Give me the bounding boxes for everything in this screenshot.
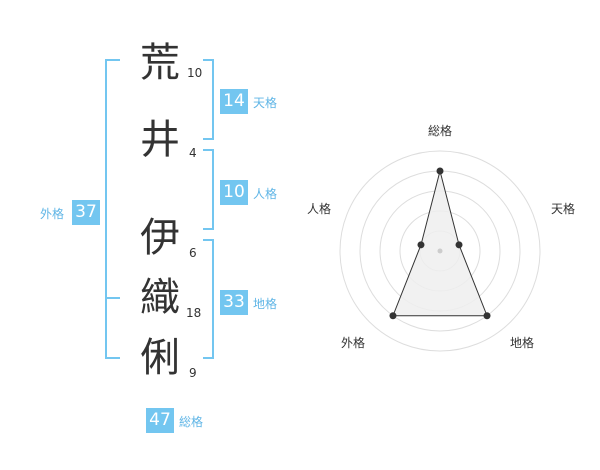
radar-point [436, 167, 444, 175]
tenkaku-label: 天格 [253, 96, 278, 110]
name-char-5: 俐 [140, 335, 180, 381]
radar-point [389, 312, 397, 320]
radar-center-dot [437, 248, 443, 254]
jinkaku-value: 10 [220, 180, 248, 205]
gaikaku-bracket [105, 59, 120, 359]
gaikaku-value: 37 [72, 200, 100, 225]
stroke-count-2: 4 [189, 146, 197, 160]
radar-point [483, 312, 491, 320]
tenkaku-bracket [203, 59, 214, 140]
radar-axis-label-tenkaku: 天格 [551, 202, 576, 216]
stroke-count-4: 18 [186, 306, 202, 320]
name-char-1: 荒 [140, 40, 180, 86]
soukaku-value: 47 [146, 408, 174, 433]
radar-ring [339, 150, 541, 352]
radar-point [417, 241, 425, 249]
soukaku-label: 総格 [179, 415, 204, 429]
name-char-2: 井 [140, 117, 180, 163]
chikaku-bracket [203, 239, 214, 359]
stroke-count-3: 6 [189, 246, 197, 260]
chikaku-label: 地格 [253, 297, 278, 311]
chikaku-value: 33 [220, 290, 248, 315]
name-char-3: 伊 [140, 215, 180, 261]
radar-axis-label-chikaku: 地格 [510, 336, 535, 350]
name-char-4: 織 [140, 275, 180, 321]
radar-polygon [392, 170, 488, 317]
radar-axis-label-jinkaku: 人格 [307, 202, 332, 216]
radar-axis-label-gaikaku: 外格 [341, 336, 366, 350]
stroke-count-1: 10 [187, 66, 203, 80]
tenkaku-value: 14 [220, 89, 248, 114]
radar-axis-label-soukaku: 総格 [428, 124, 453, 138]
radar-points [389, 167, 491, 320]
radar-point [455, 241, 463, 249]
gaikaku-label: 外格 [40, 207, 65, 221]
jinkaku-label: 人格 [253, 187, 278, 201]
stroke-count-5: 9 [189, 366, 197, 380]
jinkaku-bracket [203, 149, 214, 230]
